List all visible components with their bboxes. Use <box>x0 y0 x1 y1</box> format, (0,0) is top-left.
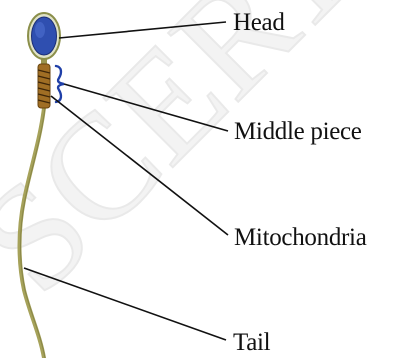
sperm-tail <box>20 108 45 358</box>
leader-line-head <box>59 22 226 38</box>
label-middle-piece: Middle piece <box>234 119 362 144</box>
label-tail: Tail <box>233 330 270 355</box>
sperm-head <box>28 13 60 59</box>
leader-line-mitochondria <box>51 96 228 235</box>
leader-line-middle-piece <box>64 84 228 131</box>
middle-piece-brace <box>56 66 64 102</box>
leader-line-tail <box>24 268 226 340</box>
label-mitochondria: Mitochondria <box>234 225 366 250</box>
label-head: Head <box>233 10 285 35</box>
sperm-middle-piece <box>38 64 50 108</box>
